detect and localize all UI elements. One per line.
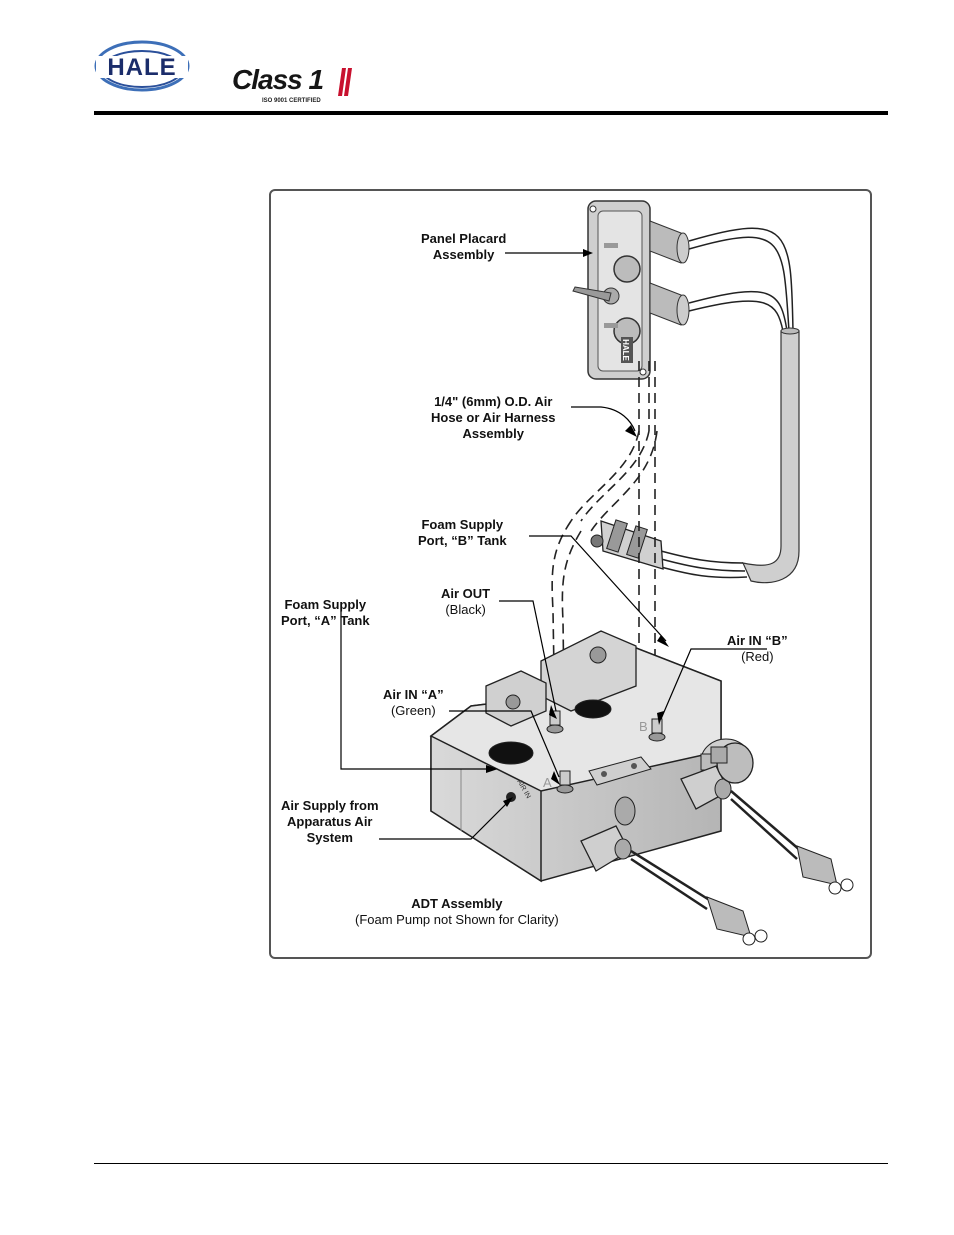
label-line: Air OUT [441, 586, 491, 601]
class1-stripes-icon [338, 68, 352, 96]
label-line: Air Supply from [281, 798, 379, 813]
adt-assembly-diagram: HALE [340, 200, 854, 946]
label-line: (Foam Pump not Shown for Clarity) [355, 912, 559, 927]
page-header: HALE Class 1 ISO 9001 CERTIFIED [0, 0, 954, 120]
hale-logo: HALE [92, 36, 192, 100]
harness-connector-icon [590, 519, 664, 570]
solenoid-connector-icon [580, 765, 854, 946]
label-air-in-b: Air IN “B” (Red) [727, 633, 788, 665]
label-line: ADT Assembly [411, 896, 503, 911]
label-line: Port, “A” Tank [281, 613, 370, 628]
label-air-hose: 1/4" (6mm) O.D. Air Hose or Air Harness … [431, 394, 556, 442]
label-adt-assembly: ADT Assembly (Foam Pump not Shown for Cl… [355, 896, 559, 928]
figure-frame: HALE [269, 189, 872, 959]
label-line: Foam Supply [284, 597, 367, 612]
label-line: Assembly [462, 426, 524, 441]
label-panel-placard: Panel Placard Assembly [421, 231, 506, 263]
label-foam-supply-b: Foam Supply Port, “B” Tank [418, 517, 507, 549]
label-line: Apparatus Air [287, 814, 373, 829]
hale-logo-text: HALE [107, 54, 177, 81]
label-line: (Green) [390, 703, 436, 718]
header-rule [94, 111, 888, 115]
label-air-supply: Air Supply from Apparatus Air System [281, 798, 379, 846]
label-line: Air IN “B” [727, 633, 788, 648]
label-line: Port, “B” Tank [418, 533, 507, 548]
label-line: Foam Supply [421, 517, 504, 532]
label-air-out: Air OUT (Black) [441, 586, 490, 618]
label-line: System [306, 830, 353, 845]
label-line: Assembly [432, 247, 495, 262]
hale-logo-swoosh-icon [94, 40, 190, 92]
label-line: Hose or Air Harness [431, 410, 556, 425]
port-a-mark: A [543, 775, 552, 790]
class1-logo-text: Class 1 [232, 64, 324, 95]
placard-hale-mark: HALE [621, 339, 630, 361]
label-foam-supply-a: Foam Supply Port, “A” Tank [281, 597, 370, 629]
port-b-mark: B [639, 719, 648, 734]
iso-certified-text: ISO 9001 CERTIFIED [262, 98, 321, 104]
label-air-in-a: Air IN “A” (Green) [383, 687, 444, 719]
class1-logo: Class 1 ISO 9001 CERTIFIED [232, 64, 356, 110]
label-line: 1/4" (6mm) O.D. Air [434, 394, 553, 409]
label-line: Air IN “A” [383, 687, 444, 702]
label-line: (Red) [741, 649, 774, 664]
label-line: (Black) [445, 602, 486, 617]
panel-placard-icon: HALE [572, 200, 690, 380]
footer-rule [94, 1163, 888, 1164]
label-line: Panel Placard [421, 231, 507, 246]
